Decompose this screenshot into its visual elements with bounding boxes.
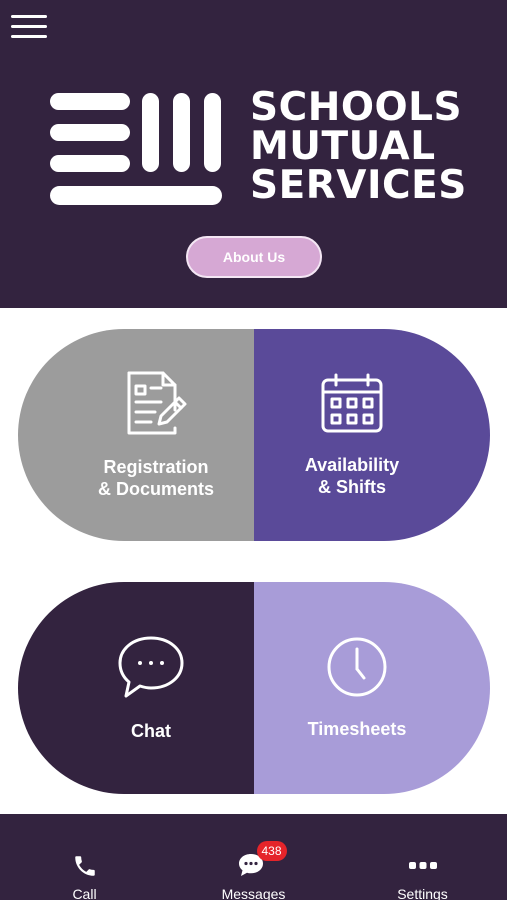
- nav-messages[interactable]: 438 Messages: [169, 814, 338, 902]
- nav-settings-label: Settings: [397, 886, 448, 902]
- nav-messages-icon-wrap: 438: [237, 841, 287, 883]
- calendar-icon: [321, 373, 383, 433]
- nav-call-icon-wrap: [72, 849, 98, 883]
- menu-button[interactable]: [11, 15, 47, 39]
- app-header: SCHOOLS MUTUAL SERVICES About Us: [0, 0, 507, 308]
- more-dots-icon: [408, 862, 437, 869]
- registration-documents-tile[interactable]: Registration & Documents: [18, 329, 254, 541]
- clock-icon: [327, 637, 387, 697]
- brand-name: SCHOOLS MUTUAL SERVICES: [250, 88, 480, 205]
- hamburger-bar: [11, 35, 47, 38]
- brand-line-3: SERVICES: [250, 163, 467, 208]
- bottom-nav: Call 438 Messages Settings: [0, 814, 507, 902]
- phone-icon: [74, 856, 95, 876]
- availability-shifts-tile[interactable]: Availability & Shifts: [254, 329, 490, 541]
- timesheets-tile[interactable]: Timesheets: [254, 582, 490, 794]
- nav-settings[interactable]: Settings: [338, 814, 507, 902]
- nav-call-label: Call: [72, 886, 97, 902]
- timesheets-label: Timesheets: [307, 719, 407, 739]
- logo-mark-icon: [50, 93, 222, 205]
- brand-line-2: MUTUAL: [250, 124, 436, 169]
- messages-badge: 438: [256, 841, 287, 861]
- chat-label: Chat: [131, 721, 171, 741]
- document-edit-icon: [127, 371, 187, 435]
- nav-settings-icon-wrap: [408, 849, 438, 883]
- brand-line-1: SCHOOLS: [250, 85, 463, 130]
- nav-call[interactable]: Call: [0, 814, 169, 902]
- tile-row-2: Chat Timesheets: [18, 582, 490, 794]
- registration-documents-label: Registration & Documents: [97, 457, 214, 499]
- chat-bubbles-icon: [238, 854, 263, 876]
- hamburger-bar: [11, 25, 47, 28]
- chat-bubble-icon: [118, 636, 184, 698]
- about-us-button[interactable]: About Us: [186, 236, 322, 278]
- nav-messages-label: Messages: [221, 886, 286, 902]
- availability-shifts-label: Availability & Shifts: [304, 455, 400, 497]
- chat-tile[interactable]: Chat: [18, 582, 254, 794]
- tile-row-1: Registration & Documents Availability & …: [18, 329, 490, 541]
- hamburger-menu-icon: [11, 15, 47, 18]
